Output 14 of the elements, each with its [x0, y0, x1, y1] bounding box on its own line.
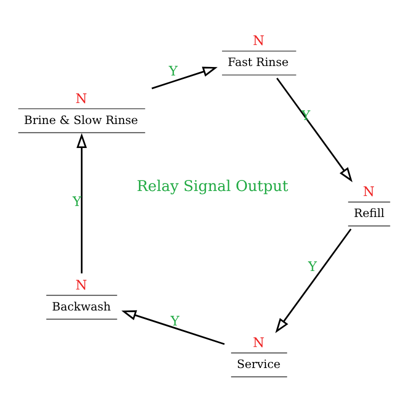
node-text: N Backwash	[52, 278, 111, 314]
arrow	[275, 228, 352, 334]
edge-label: Y	[168, 64, 178, 80]
node-text: N Brine & Slow Rinse	[24, 92, 138, 127]
node-text: N Service	[236, 336, 281, 371]
edge-label: Y	[170, 314, 180, 330]
arrow	[121, 310, 225, 345]
node-text: N Refill	[354, 185, 384, 220]
arrow	[276, 78, 353, 182]
arrow	[152, 66, 218, 90]
edge-label: Y	[308, 260, 317, 276]
label: Relay Signal Output	[136, 178, 288, 195]
arrow	[76, 133, 87, 274]
node-text: N Fast Rinse	[228, 34, 289, 70]
